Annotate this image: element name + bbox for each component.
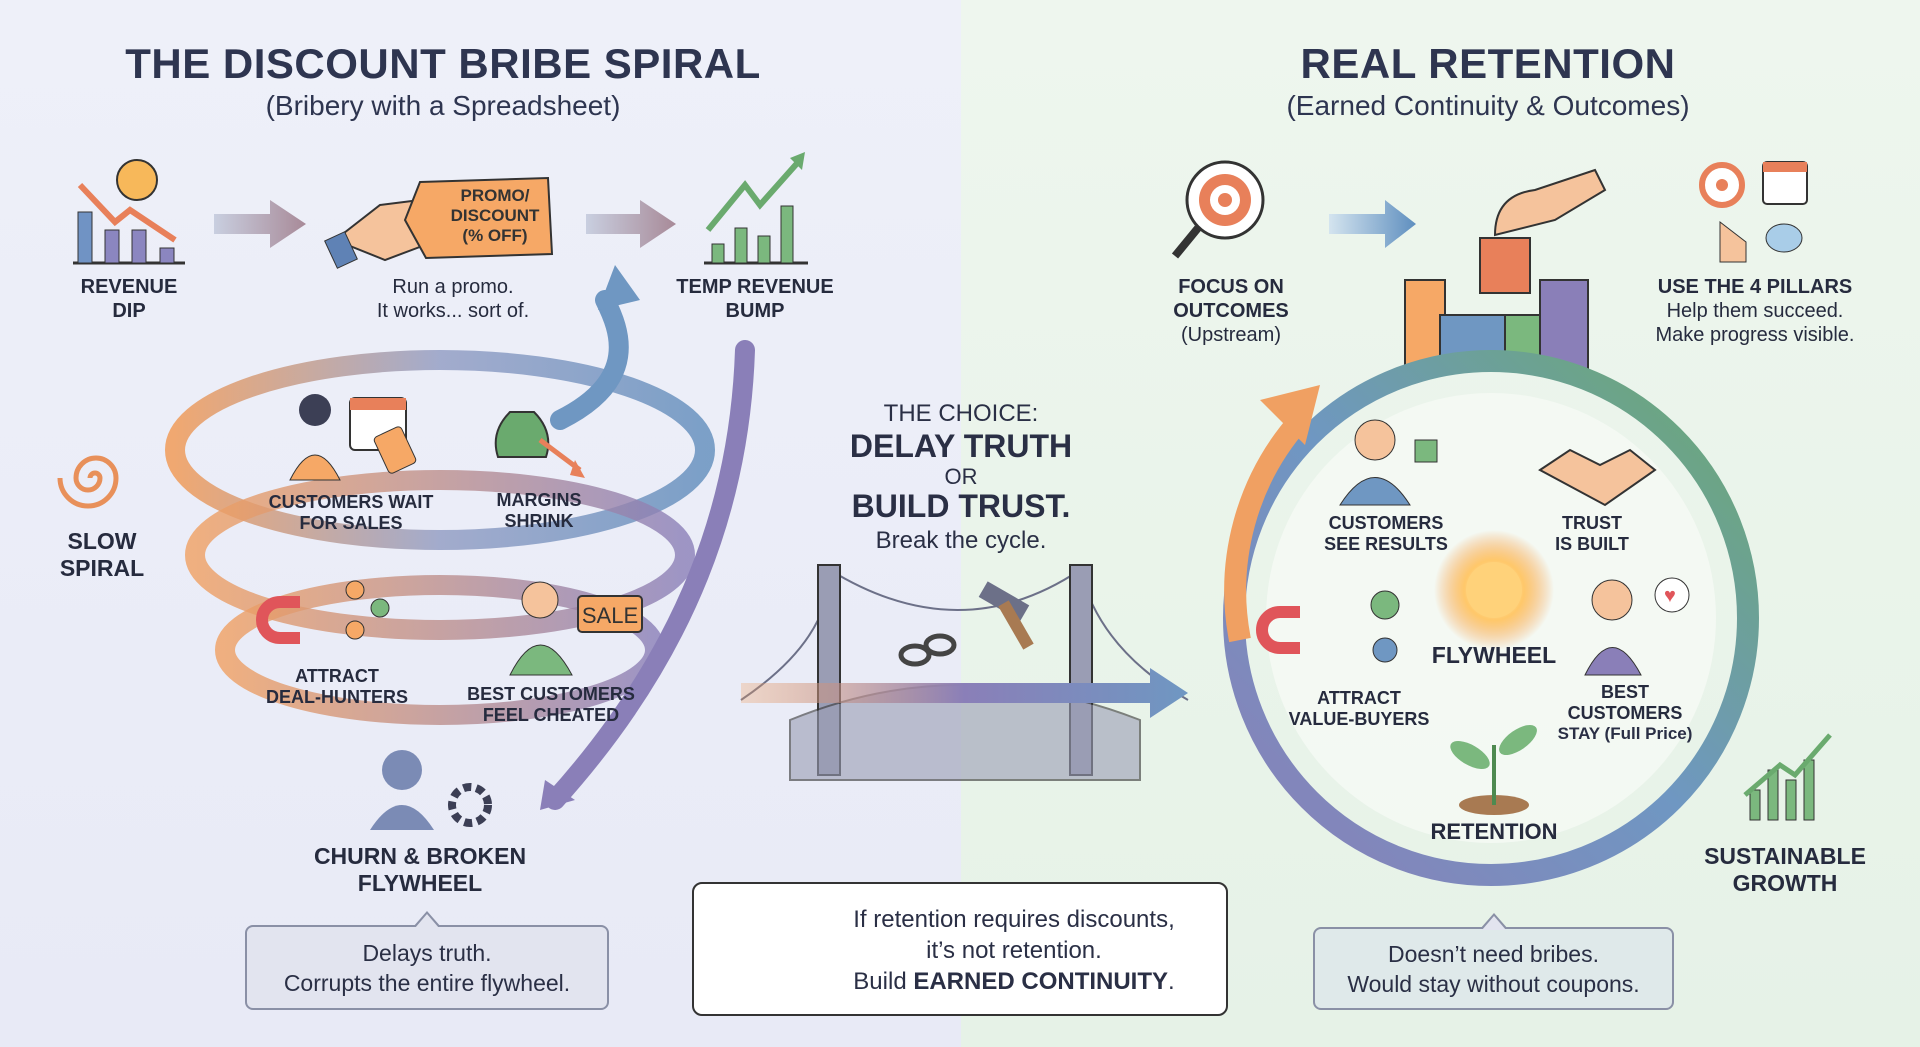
focus-outcomes-sub: (Upstream): [1180, 324, 1282, 346]
box-line-3-prefix: Build: [853, 968, 914, 995]
full-price-label: STAY (Full Price): [1557, 724, 1693, 743]
build-trust-label: BUILD TRUST.: [851, 488, 1071, 524]
happy-woman-icon: ♥: [1584, 577, 1690, 676]
arrow-up-icon: [598, 265, 640, 310]
earned-continuity-text: EARNED CONTINUITY: [913, 968, 1169, 995]
right-title: REAL RETENTION: [1300, 40, 1676, 87]
delays-truth-callout: Delays truth. Corrupts the entire flywhe…: [245, 911, 609, 1010]
left-subtitle: (Bribery with a Spreadsheet): [265, 90, 621, 121]
svg-text:♥: ♥: [1664, 585, 1676, 607]
flywheel-label: FLYWHEEL: [1431, 642, 1557, 668]
revenue-dip-icon: [73, 159, 185, 265]
discount-spiral-graphic: [165, 290, 755, 810]
arrow-up-icon: [1260, 385, 1320, 445]
revenue-dip-label: REVENUE DIP: [80, 276, 178, 322]
box-line-2: it’s not retention.: [926, 937, 1102, 964]
customer-waiting-icon: [289, 394, 417, 481]
four-pillars-label: USE THE 4 PILLARS: [1657, 276, 1853, 298]
sustainable-growth-label: SUSTAINABLE GROWTH: [1704, 843, 1866, 896]
arrow-right-icon: [214, 200, 306, 248]
bridge-icon: [740, 564, 1189, 781]
focus-outcomes-label: FOCUS ON OUTCOMES: [1173, 276, 1289, 322]
target-magnifier-icon: [1171, 160, 1265, 259]
churn-person-icon: [370, 750, 492, 830]
break-cycle-label: Break the cycle.: [875, 527, 1047, 554]
money-bag-icon: [494, 411, 585, 478]
churn-label: CHURN & BROKEN FLYWHEEL: [313, 843, 527, 896]
four-pillars-icons: [1699, 161, 1808, 263]
trust-built-label: TRUST IS BUILT: [1555, 513, 1629, 554]
slow-spiral-label: SLOW SPIRAL: [59, 528, 145, 581]
arrow-right-icon: [586, 200, 676, 248]
customers-see-results-label: CUSTOMERS SEE RESULTS: [1324, 513, 1448, 554]
arrow-down-icon: [540, 780, 575, 810]
slow-spiral-icon: [57, 455, 119, 509]
promo-tag-label: PROMO/ DISCOUNT (% OFF): [450, 186, 540, 245]
best-customers-cheated-label: BEST CUSTOMERS FEEL CHEATED: [467, 684, 635, 725]
box-line-3-suffix: .: [1168, 968, 1175, 995]
delay-truth-label: DELAY TRUTH: [849, 428, 1073, 464]
promo-hand-icon: [324, 176, 554, 269]
margins-shrink-label: MARGINS SHRINK: [496, 490, 582, 531]
handshake-icon: [1538, 448, 1657, 507]
discount-spiral-panel: [0, 0, 961, 1047]
arrow-right-icon: [1329, 200, 1416, 248]
retention-label: RETENTION: [1430, 819, 1558, 844]
four-pillars-sub: Help them succeed. Make progress visible…: [1655, 300, 1855, 346]
box-line-1: If retention requires discounts,: [853, 906, 1175, 933]
attract-value-buyers-label: ATTRACT VALUE-BUYERS: [1288, 688, 1430, 729]
sprout-icon: [1450, 724, 1537, 815]
revenue-bump-icon: [704, 152, 808, 265]
growth-chart-icon: [1743, 733, 1832, 821]
promo-caption: Run a promo. It works... sort of.: [376, 276, 530, 322]
left-title: THE DISCOUNT BRIBE SPIRAL: [125, 40, 761, 87]
hammer-breaking-chain-icon: [898, 581, 1034, 667]
customers-wait-label: CUSTOMERS WAIT FOR SALES: [268, 492, 434, 533]
magnet-icon: [1256, 590, 1400, 663]
sale-sign: SALE: [581, 603, 639, 628]
happy-customer-icon: [1339, 419, 1438, 506]
box-line-3: Build EARNED CONTINUITY.: [814, 966, 1214, 997]
temp-revenue-bump-label: TEMP REVENUE BUMP: [676, 276, 834, 322]
best-customers-stay-label: BEST CUSTOMERS: [1567, 682, 1683, 723]
earned-continuity-box: If retention requires discounts, it’s no…: [692, 882, 1228, 1016]
right-subtitle: (Earned Continuity & Outcomes): [1286, 90, 1690, 121]
attract-deal-hunters-label: ATTRACT DEAL-HUNTERS: [266, 666, 408, 707]
magnet-icon: [256, 580, 390, 644]
hand-building-blocks-icon: [1404, 168, 1607, 371]
or-label: OR: [944, 464, 978, 489]
no-bribes-callout: Doesn’t need bribes. Would stay without …: [1313, 913, 1674, 1010]
cheated-customer-icon: [509, 581, 643, 676]
choice-label: THE CHOICE:: [883, 400, 1039, 427]
